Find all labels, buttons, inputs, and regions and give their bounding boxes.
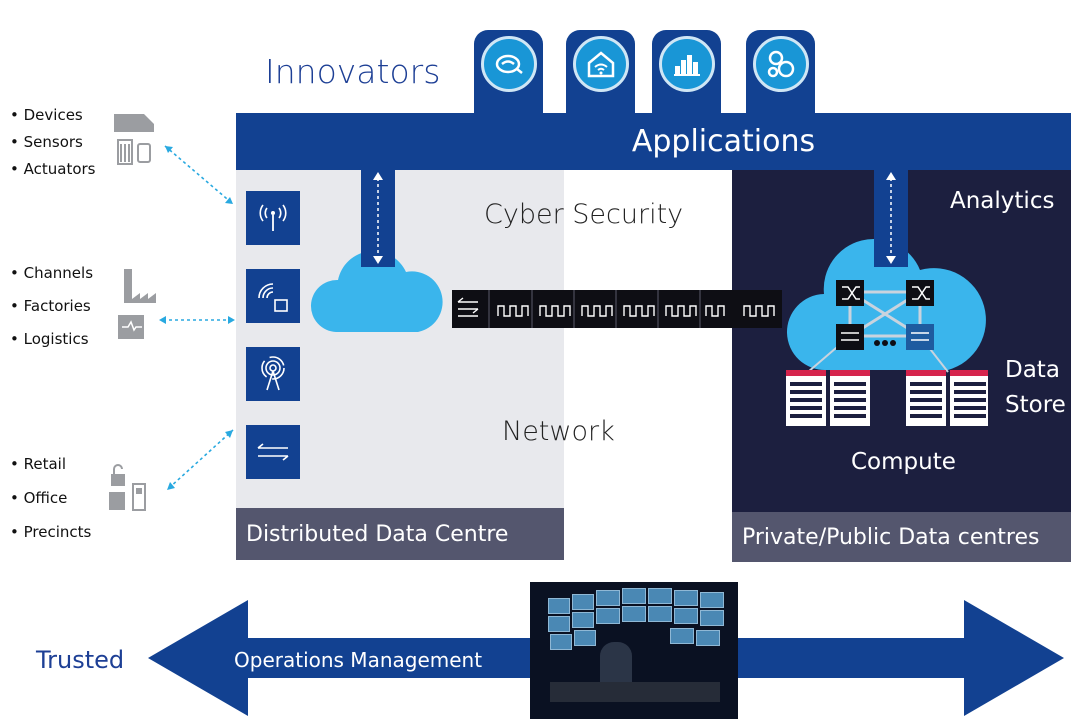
tower-icon[interactable] xyxy=(246,347,300,401)
channel-list: Channels Factories Logistics xyxy=(10,257,93,356)
app-tab-1[interactable] xyxy=(474,30,543,113)
smart-home-icon xyxy=(572,36,629,92)
list-item: Logistics xyxy=(10,323,93,356)
factory-icon xyxy=(114,269,156,339)
operations-management-label: Operations Management xyxy=(234,648,483,672)
app-link-arrow-left xyxy=(361,170,395,267)
data-store-label-1: Data xyxy=(1005,357,1060,383)
list-item: Precincts xyxy=(10,515,92,549)
control-room-photo xyxy=(530,582,738,719)
antenna-icon[interactable] xyxy=(246,191,300,245)
edge-cloud xyxy=(310,251,443,332)
lock-door-icon xyxy=(109,464,146,511)
app-tab-4[interactable] xyxy=(746,30,815,113)
connector-lines xyxy=(159,145,235,490)
list-item: Devices xyxy=(10,102,96,129)
applications-label: Applications xyxy=(631,124,816,159)
applications-bar xyxy=(236,113,1071,170)
wifi-box-icon[interactable] xyxy=(246,269,300,323)
ddc-label: Distributed Data Centre xyxy=(236,508,564,560)
cyber-security-label: Cyber Security xyxy=(484,199,684,230)
list-item: Factories xyxy=(10,290,93,323)
network-label: Network xyxy=(502,416,615,447)
app-tab-2[interactable] xyxy=(566,30,635,113)
transfer-arrows-icon[interactable] xyxy=(246,425,300,479)
app-link-arrow-right-top xyxy=(874,170,908,267)
app-tab-3[interactable] xyxy=(652,30,721,113)
trusted-label: Trusted xyxy=(36,646,125,674)
compute-fabric xyxy=(786,280,988,426)
list-item: Actuators xyxy=(10,156,96,183)
data-pipe xyxy=(452,290,782,328)
list-item: Sensors xyxy=(10,129,96,156)
list-item: Office xyxy=(10,481,91,515)
car-charging-icon xyxy=(480,36,537,92)
list-item: Retail xyxy=(10,447,91,481)
innovators-label: Innovators xyxy=(265,52,441,91)
device-list: Devices Sensors Actuators xyxy=(10,102,96,183)
retail-list: Retail Office Precincts xyxy=(10,447,92,549)
list-item: Channels xyxy=(10,257,93,290)
private-dc-label: Private/Public Data centres xyxy=(732,512,1071,562)
gears-icon xyxy=(752,36,809,92)
data-store-label-2: Store xyxy=(1005,392,1066,418)
analytics-label: Analytics xyxy=(950,188,1055,214)
city-icon xyxy=(658,36,715,92)
vehicle-sensor-icon xyxy=(114,114,154,165)
compute-label: Compute xyxy=(851,449,956,475)
